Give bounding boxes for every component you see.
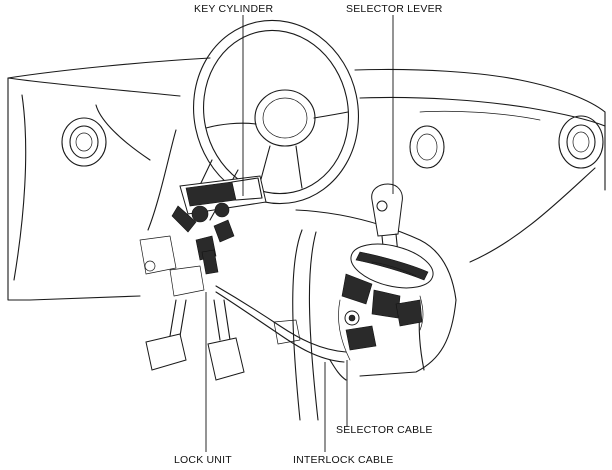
key-cylinder-assembly xyxy=(139,175,267,297)
center-console xyxy=(292,209,457,421)
lock-unit-label: LOCK UNIT xyxy=(174,454,232,466)
right-air-vent xyxy=(558,115,604,169)
selector-cable-label: SELECTOR CABLE xyxy=(336,424,433,436)
selector-lever xyxy=(350,183,434,289)
key-cylinder-label: KEY CYLINDER xyxy=(194,3,274,15)
dashboard-outline xyxy=(7,57,606,301)
shifter-mechanism xyxy=(338,273,424,361)
selector-lever-label: SELECTOR LEVER xyxy=(346,3,443,15)
leader-lines xyxy=(205,15,394,452)
steering-wheel xyxy=(192,19,360,205)
center-air-vent xyxy=(409,125,445,169)
left-air-vent xyxy=(61,117,107,167)
cable-routing xyxy=(215,285,347,381)
interlock-cable-label: INTERLOCK CABLE xyxy=(293,454,394,466)
pedal-assembly xyxy=(145,299,245,381)
